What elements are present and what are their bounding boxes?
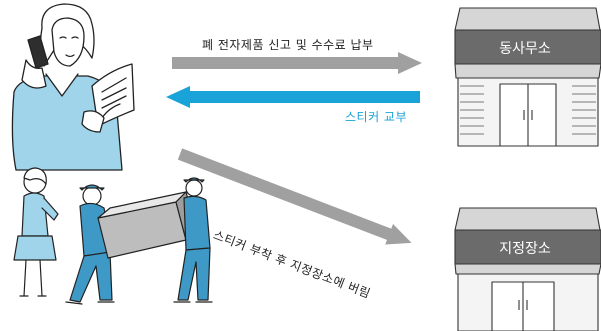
movers-carrying-box-illustration: [66, 178, 212, 304]
woman-illustration: [14, 168, 58, 296]
designated-site-building: [455, 208, 601, 331]
report-arrow-label: 폐 전자제품 신고 및 수수료 납부: [202, 36, 374, 53]
report-arrow: [172, 52, 422, 74]
designated-site-name: 지정장소: [455, 238, 595, 258]
office-building: [455, 8, 601, 146]
office-building-name: 동사무소: [455, 38, 595, 58]
sticker-arrow: [166, 86, 420, 108]
sticker-arrow-label: 스티커 교부: [345, 108, 407, 125]
woman-with-phone-illustration: [12, 4, 134, 170]
